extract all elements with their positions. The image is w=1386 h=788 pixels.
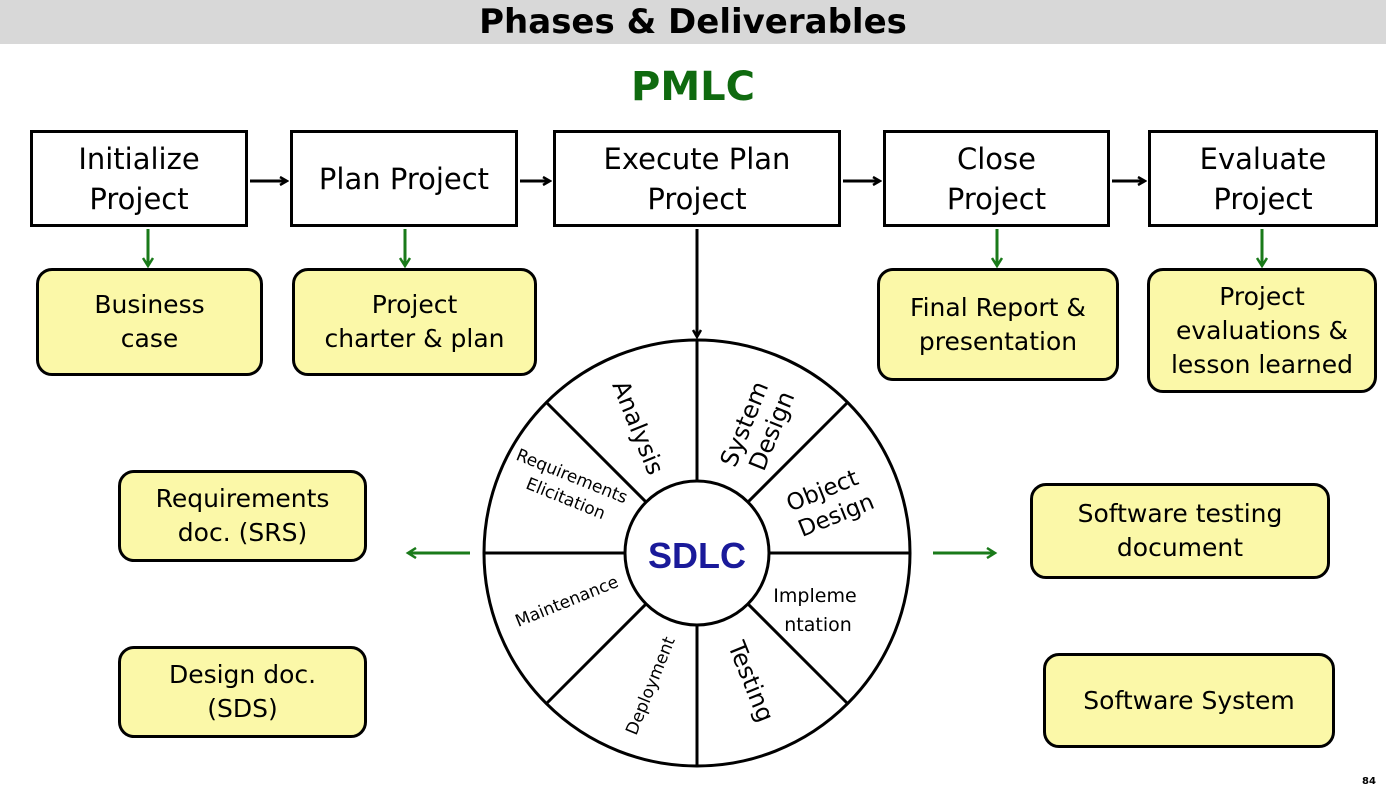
deliverable-project-evaluations: Project evaluations & lesson learned [1147, 268, 1377, 393]
phase-execute-plan-project: Execute Plan Project [553, 130, 841, 227]
phase-evaluate-project: Evaluate Project [1148, 130, 1378, 227]
segment-implementation-line2: ntation [784, 614, 852, 636]
deliverable-design-doc: Design doc. (SDS) [118, 646, 367, 738]
pmlc-heading: PMLC [631, 64, 755, 110]
phase-initialize-project: Initialize Project [30, 130, 248, 227]
deliverable-business-case: Business case [36, 268, 263, 376]
sdlc-wheel: SDLC Analysis System Design Object Desig… [482, 338, 912, 768]
sdlc-center-circle [623, 479, 771, 627]
deliverable-final-report: Final Report & presentation [877, 268, 1119, 381]
deliverable-project-charter-plan: Project charter & plan [292, 268, 537, 376]
deliverable-software-system: Software System [1043, 653, 1335, 748]
deliverable-requirements-doc: Requirements doc. (SRS) [118, 470, 367, 562]
phase-close-project: Close Project [883, 130, 1110, 227]
phase-plan-project: Plan Project [290, 130, 518, 227]
segment-implementation-line1: Impleme [773, 585, 856, 607]
segment-implementation: Impleme ntation [773, 585, 862, 636]
page-number: 84 [1362, 776, 1376, 787]
slide-title: Phases & Deliverables [0, 0, 1386, 44]
deliverable-software-testing-document: Software testing document [1030, 483, 1330, 579]
sdlc-center-label: SDLC [648, 535, 746, 576]
